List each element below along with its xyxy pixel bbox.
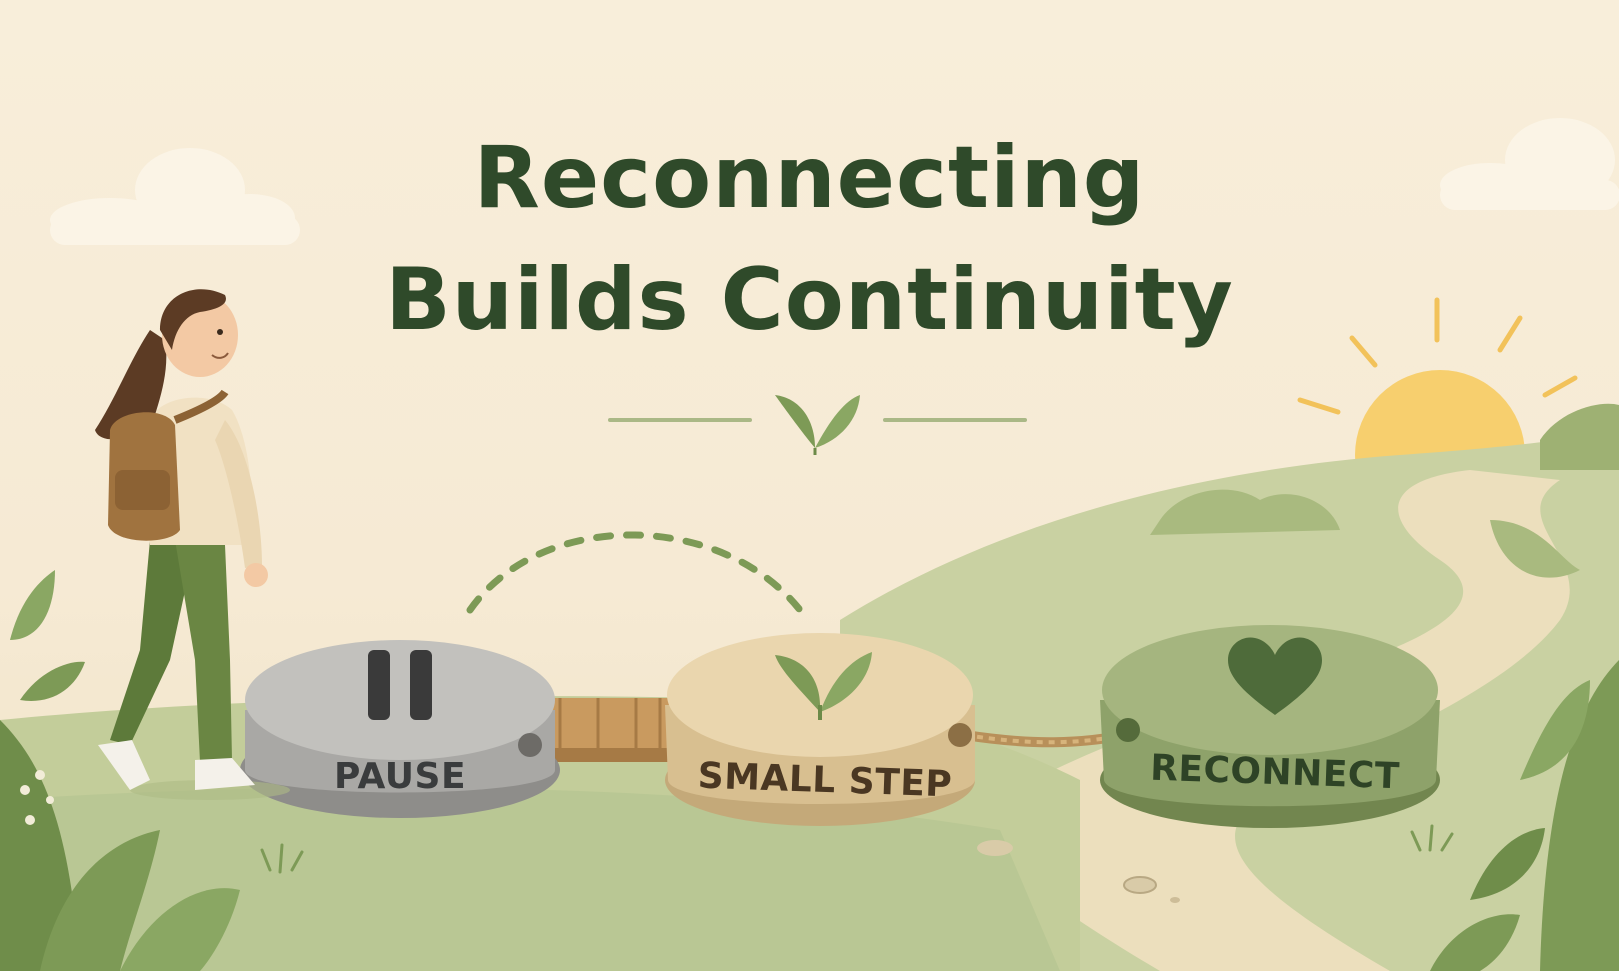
pause-label: PAUSE [333,756,467,797]
title-divider [608,395,1027,455]
cloud-right [1440,118,1619,210]
front-ground-lower [0,787,1060,971]
page-title-line1: Reconnecting [473,128,1146,228]
plants-left [0,570,240,971]
sprout-icon [775,652,872,720]
bush-right [1540,403,1619,470]
heart-icon [1228,637,1322,715]
plants-right [1430,520,1619,971]
divider-leaf-icon [775,395,860,455]
wooden-bridge [520,698,690,762]
grass-tufts [260,824,1454,874]
pause-icon [368,650,432,720]
page-title-line2: Builds Continuity [385,250,1234,350]
rope-twist [964,731,1136,745]
small-step-stone [665,633,975,826]
dotted-arc [466,531,804,614]
pebbles [977,840,1180,903]
bush-back [1150,489,1340,535]
reconnect-stone [1100,625,1440,828]
pause-stone [240,640,560,818]
cloud-left [50,148,300,245]
hiker-illustration [95,289,290,800]
